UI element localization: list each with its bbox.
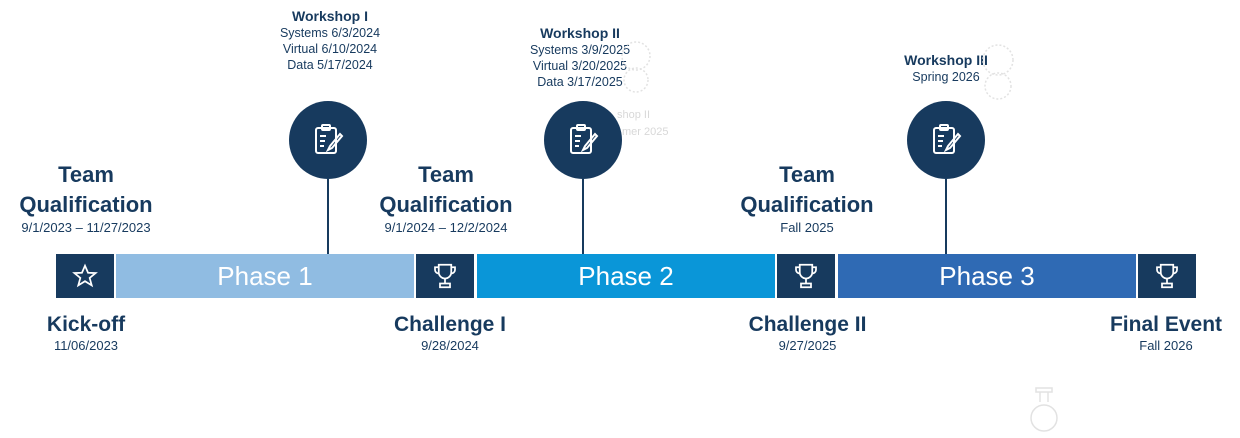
ghost-text-1: shop II (617, 109, 651, 121)
phase-2-label: Phase 2 (578, 260, 674, 291)
clipboard-icon (315, 124, 344, 154)
milestone-challenge-2-date: 9/27/2025 (778, 338, 837, 353)
qualification-1-date: 9/1/2023 – 11/27/2023 (21, 220, 151, 235)
workshop-1-title: Workshop I (292, 8, 368, 24)
workshop-2-title: Workshop II (540, 25, 620, 41)
workshop-2-marker (544, 101, 622, 179)
star-icon (72, 263, 98, 288)
workshop-3-stem (945, 179, 947, 254)
clipboard-icon (570, 124, 599, 154)
workshop-1-line-3: Data 5/17/2024 (287, 58, 373, 72)
qualification-3-date: Fall 2025 (780, 220, 834, 235)
qualification-1-title-line-1: Team (58, 162, 114, 187)
milestone-final-event-date: Fall 2026 (1139, 338, 1193, 353)
ghost-medal-icon (621, 41, 651, 93)
milestone-challenge-1: Challenge I 9/28/2024 (370, 312, 530, 354)
qualification-2-date: 9/1/2024 – 12/2/2024 (384, 220, 508, 235)
milestone-kickoff: Kick-off 11/06/2023 (16, 312, 156, 354)
workshop-1-marker (289, 101, 367, 179)
milestone-kickoff-date: 11/06/2023 (53, 338, 119, 353)
qualification-2-title-line-2: Qualification (379, 192, 513, 217)
clipboard-icon (933, 124, 962, 154)
workshop-1-line-1: Systems 6/3/2024 (279, 26, 381, 40)
workshop-2-text: Workshop II Systems 3/9/2025 Virtual 3/2… (500, 25, 660, 90)
phase-3-label: Phase 3 (939, 260, 1035, 291)
workshop-3-text: Workshop III Spring 2026 (866, 52, 1026, 85)
qualification-2-title-line-1: Team (418, 162, 474, 187)
ghost-medal-icon (1030, 387, 1058, 432)
workshop-1-stem (327, 179, 329, 254)
ghost-medal-icon (982, 44, 1014, 100)
qualification-2: Team Qualification 9/1/2024 – 12/2/2024 (360, 160, 532, 236)
qualification-3-title-line-2: Qualification (740, 192, 874, 217)
milestone-final-event: Final Event Fall 2026 (1096, 312, 1236, 354)
kickoff-box (56, 254, 114, 298)
challenge-1-box (416, 254, 474, 298)
workshop-3-title: Workshop III (904, 52, 988, 68)
milestone-challenge-1-title: Challenge I (393, 313, 507, 336)
phase-2-segment: Phase 2 (477, 254, 775, 298)
workshop-3-line-1: Spring 2026 (912, 70, 980, 84)
ghost-text-2: mer 2025 (622, 126, 669, 138)
milestone-challenge-2: Challenge II 9/27/2025 (725, 312, 890, 354)
workshop-2-line-2: Virtual 3/20/2025 (532, 59, 628, 73)
milestone-kickoff-title: Kick-off (46, 313, 126, 336)
workshop-1-line-2: Virtual 6/10/2024 (282, 42, 378, 56)
trophy-icon (434, 263, 456, 289)
qualification-1: Team Qualification 9/1/2023 – 11/27/2023 (0, 160, 172, 236)
qualification-1-title-line-2: Qualification (19, 192, 153, 217)
phase-1-label: Phase 1 (217, 260, 313, 291)
challenge-2-box (777, 254, 835, 298)
phase-1-segment: Phase 1 (116, 254, 414, 298)
final-event-box (1138, 254, 1196, 298)
workshop-2-line-1: Systems 3/9/2025 (529, 43, 631, 57)
qualification-3: Team Qualification Fall 2025 (721, 160, 893, 236)
milestone-final-event-title: Final Event (1109, 313, 1223, 336)
workshop-2-line-3: Data 3/17/2025 (537, 75, 623, 89)
workshop-2-stem (582, 179, 584, 254)
trophy-icon (795, 263, 817, 289)
trophy-icon (1156, 263, 1178, 289)
workshop-1-text: Workshop I Systems 6/3/2024 Virtual 6/10… (250, 8, 410, 73)
qualification-3-title-line-1: Team (779, 162, 835, 187)
phase-3-segment: Phase 3 (838, 254, 1136, 298)
milestone-challenge-1-date: 9/28/2024 (421, 338, 479, 353)
milestone-challenge-2-title: Challenge II (748, 313, 867, 336)
workshop-3-marker (907, 101, 985, 179)
